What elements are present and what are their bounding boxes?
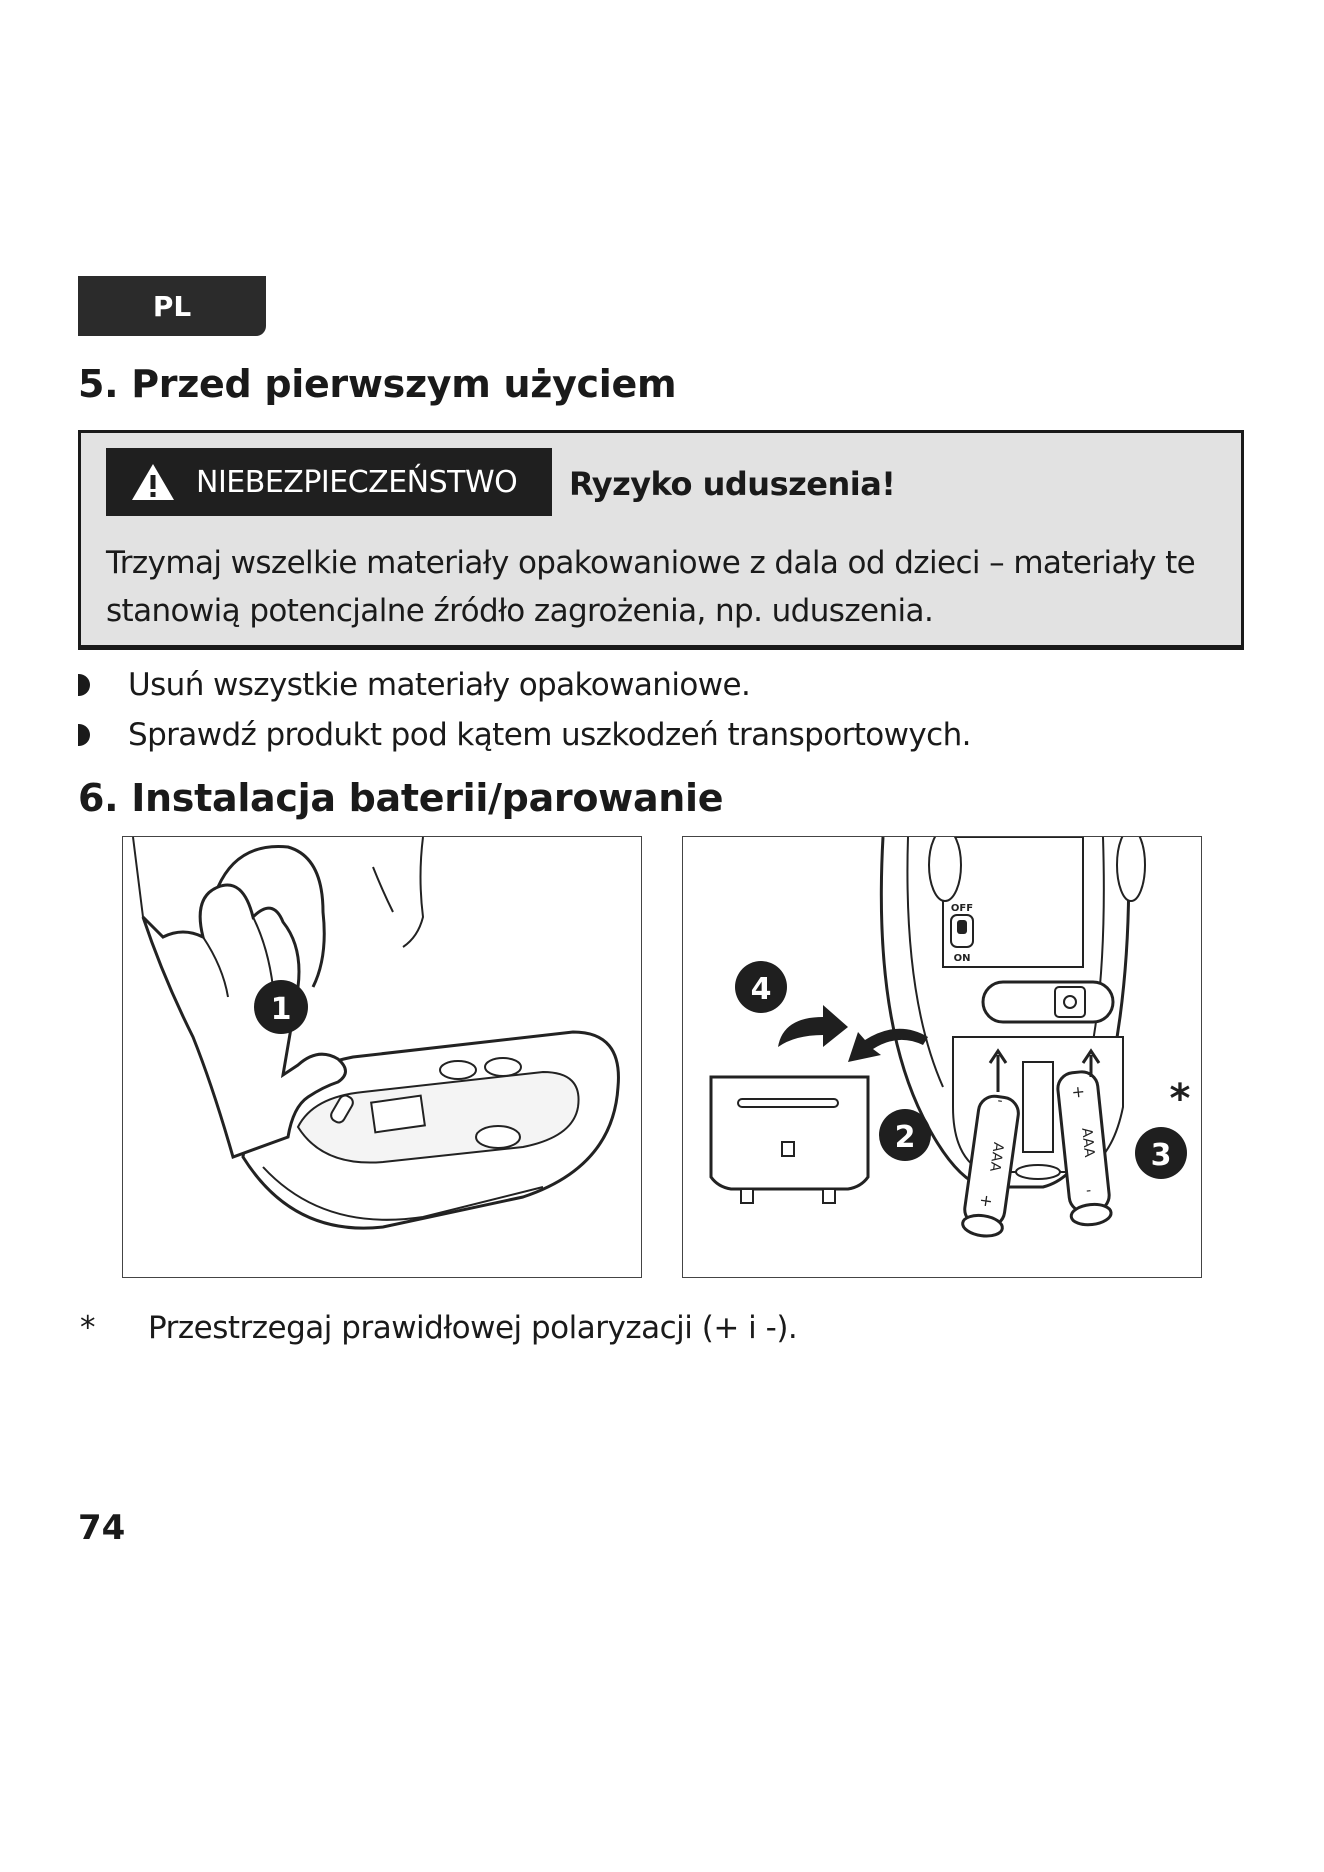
close-cover-arrow-icon [778,1005,848,1047]
preparation-list: Usuń wszystkie materiały opakowaniowe. S… [78,660,972,760]
step-4-badge: 4 [751,972,772,1007]
list-item-text: Usuń wszystkie materiały opakowaniowe. [128,667,751,703]
list-item-text: Sprawdź produkt pod kątem uszkodzeń tran… [128,717,972,753]
polarity-note: * Przestrzegaj prawidłowej polaryzacji (… [80,1310,798,1346]
language-code: PL [152,289,192,323]
battery-1-minus: - [996,1093,1003,1110]
step-2-badge: 2 [895,1120,916,1155]
warning-triangle-icon [132,464,174,500]
remove-cover-arrow-icon [848,1028,928,1062]
switch-off-label: OFF [951,903,973,914]
mouse-underside-illustration: 1 [132,837,620,1230]
language-tab: PL [78,276,266,336]
battery-2-plus: + [1071,1082,1086,1102]
list-item: Sprawdź produkt pod kątem uszkodzeń tran… [78,710,972,760]
note-text: Przestrzegaj prawidłowej polaryzacji (+ … [148,1310,798,1346]
note-marker: * [80,1310,96,1346]
battery-1-label: AAA [986,1141,1006,1173]
switch-on-label: ON [954,953,971,964]
battery-2-minus: - [1085,1182,1092,1198]
danger-label: NIEBEZPIECZEŃSTWO [106,448,552,516]
step-1-badge: 1 [271,992,292,1027]
list-item: Usuń wszystkie materiały opakowaniowe. [78,660,971,710]
battery-1-plus: + [978,1190,994,1211]
danger-subtitle: Ryzyko uduszenia! [569,465,896,503]
warning-body-text: Trzymaj wszelkie materiały opakowaniowe … [106,545,1196,629]
step-3-badge: 3 [1151,1138,1172,1173]
section-5-title: 5. Przed pierwszym użyciem [78,362,677,406]
page-number: 74 [78,1508,126,1548]
polarity-asterisk: * [1170,1076,1191,1122]
bullet-icon [78,674,90,696]
figure-insert-batteries: OFF ON AAA - + AAA + - [682,836,1202,1278]
battery-compartment-illustration: OFF ON AAA - + AAA + - [709,837,1191,1238]
danger-warning-box: NIEBEZPIECZEŃSTWO Ryzyko uduszenia! Trzy… [78,430,1244,650]
danger-label-text: NIEBEZPIECZEŃSTWO [196,464,518,500]
battery-2-label: AAA [1078,1127,1097,1158]
bullet-icon [78,724,90,746]
section-6-title: 6. Instalacja baterii/parowanie [78,776,724,820]
figure-open-battery-cover: 1 [122,836,642,1278]
